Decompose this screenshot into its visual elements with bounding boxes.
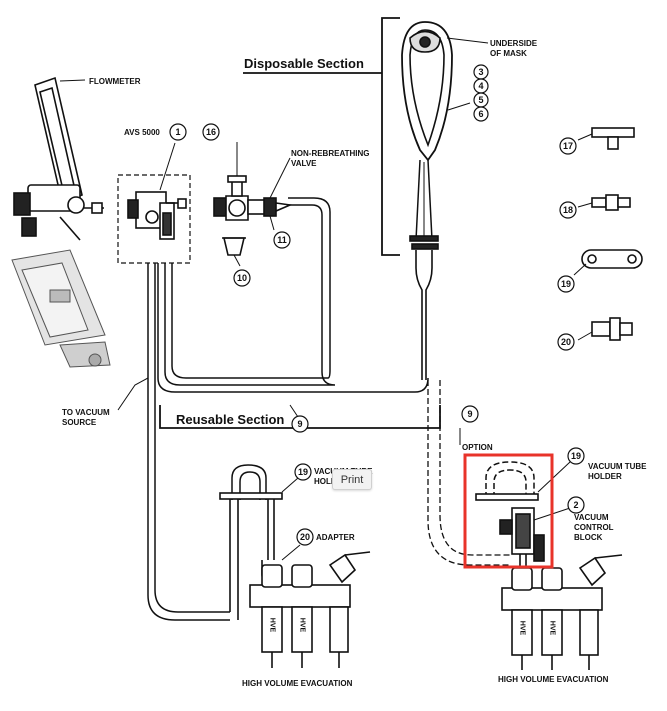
- flowmeter-drawing: [13, 76, 104, 241]
- hve-letters-left-1: HVE: [269, 618, 276, 633]
- label-vacuum: VACUUM: [574, 513, 609, 522]
- callout-6: 6: [478, 109, 483, 119]
- label-holder-left: HOLDER: [314, 477, 348, 486]
- callout-9-option: 9: [467, 409, 472, 419]
- label-option: OPTION: [462, 443, 493, 452]
- callout-20-adapter: 20: [300, 532, 310, 542]
- callout-16: 16: [206, 127, 216, 137]
- callout-2: 2: [573, 500, 578, 510]
- non-rebreathing-valve: [213, 175, 293, 256]
- vacuum-control-block: [499, 507, 545, 562]
- avs-5000-unit: [127, 191, 187, 240]
- part-19-holder: [573, 249, 643, 276]
- label-disposable-section: Disposable Section: [244, 56, 364, 71]
- label-underside: UNDERSIDE: [490, 39, 538, 48]
- label-non-rebreathing: NON-REBREATHING: [291, 149, 370, 158]
- hve-letters-right-2: HVE: [549, 621, 556, 636]
- label-hve-left: HIGH VOLUME EVACUATION: [242, 679, 353, 688]
- callout-10: 10: [237, 273, 247, 283]
- callout-19-left: 19: [298, 467, 308, 477]
- mask: [401, 21, 453, 162]
- label-to-vacuum: TO VACUUM: [62, 408, 110, 417]
- hve-left-handles: [249, 551, 371, 668]
- label-adapter: ADAPTER: [316, 533, 355, 542]
- label-valve: VALVE: [291, 159, 317, 168]
- part-18-connector: [577, 194, 631, 211]
- hve-right-handles: [501, 554, 623, 670]
- label-hve-right: HIGH VOLUME EVACUATION: [498, 675, 609, 684]
- callout-11: 11: [277, 235, 287, 245]
- callout-20-part: 20: [561, 337, 571, 347]
- label-holder-right: HOLDER: [588, 472, 622, 481]
- label-reusable-section: Reusable Section: [176, 412, 284, 427]
- highlight-box: [463, 453, 554, 569]
- callout-4: 4: [478, 81, 483, 91]
- flowmeter-photo: [11, 249, 111, 368]
- hve-letters-right-1: HVE: [519, 621, 526, 636]
- callout-17: 17: [563, 141, 573, 151]
- part-20-adapter: [577, 317, 633, 341]
- part-17-tee: [577, 127, 635, 150]
- print-tooltip[interactable]: Print: [332, 469, 372, 490]
- label-avs-5000: AVS 5000: [124, 128, 160, 137]
- callout-18: 18: [563, 205, 573, 215]
- label-source: SOURCE: [62, 418, 97, 427]
- label-block: BLOCK: [574, 533, 603, 542]
- label-of-mask: OF MASK: [490, 49, 527, 58]
- label-vacuum-tube-right: VACUUM TUBE: [588, 462, 647, 471]
- callout-19-part: 19: [561, 279, 571, 289]
- callout-5: 5: [478, 95, 483, 105]
- label-flowmeter: FLOWMETER: [89, 77, 141, 86]
- hve-letters-left-2: HVE: [299, 618, 306, 633]
- callout-3: 3: [478, 67, 483, 77]
- callout-19-right: 19: [571, 451, 581, 461]
- callout-1: 1: [175, 127, 180, 137]
- avs-dashed-box: [117, 174, 191, 264]
- callout-9-reusable: 9: [297, 419, 302, 429]
- label-control: CONTROL: [574, 523, 614, 532]
